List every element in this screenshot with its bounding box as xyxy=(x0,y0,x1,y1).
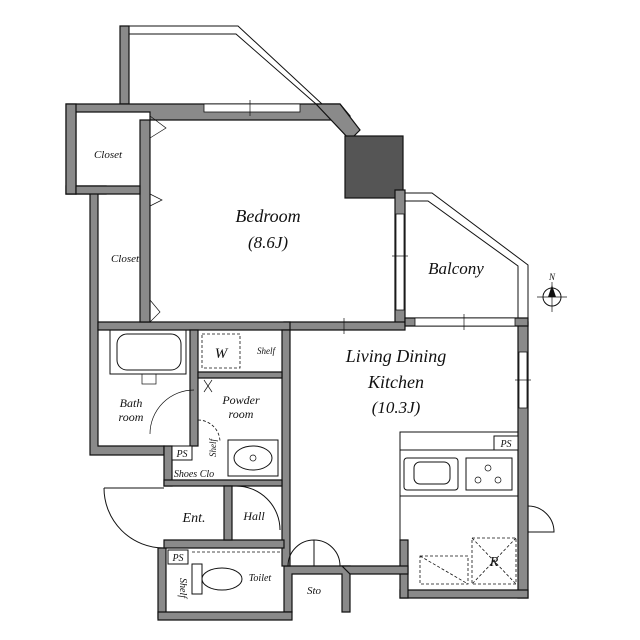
bath-label-line1: Bath xyxy=(120,396,143,410)
closet-doors xyxy=(149,115,167,323)
washbasin xyxy=(227,439,279,477)
fridge-label: R xyxy=(489,555,499,570)
kitchen-door xyxy=(527,505,555,533)
powder-door xyxy=(197,419,221,443)
closet-side-label: Closet xyxy=(111,253,140,265)
washer-label: W xyxy=(215,346,229,362)
entrance-label: Ent. xyxy=(182,511,206,526)
bedroom-size: (8.6J) xyxy=(248,233,288,252)
shelf-mid-label: Shelf xyxy=(208,438,218,457)
ps-box-toilet xyxy=(167,549,189,565)
toilet-label: Toilet xyxy=(249,573,272,584)
closet-top-label: Closet xyxy=(94,149,123,161)
powder-label-line2: room xyxy=(229,407,254,421)
bathtub xyxy=(109,329,187,385)
ldk-name-line2: Kitchen xyxy=(367,372,424,392)
ps-box-bath xyxy=(171,445,193,461)
balcony-name: Balcony xyxy=(428,259,484,278)
entrance-door xyxy=(103,487,165,549)
shelf-toilet-label: Shelf xyxy=(177,578,188,599)
fridge-space xyxy=(419,537,517,585)
compass-north: N xyxy=(548,272,556,282)
hall-label: Hall xyxy=(242,509,265,523)
ldk-name-line1: Living Dining xyxy=(345,346,447,366)
hall-door xyxy=(235,485,281,531)
powder-label-line1: Powder xyxy=(221,393,260,407)
storage-door xyxy=(287,539,341,567)
ps-box-kitchen xyxy=(493,435,519,451)
compass-icon: N xyxy=(537,272,567,312)
washer-space xyxy=(201,333,241,369)
windows xyxy=(203,100,531,409)
storage-label: Sto xyxy=(307,585,322,597)
bedroom-name: Bedroom xyxy=(235,206,300,226)
toilet-fixture xyxy=(191,551,282,595)
ldk-size: (10.3J) xyxy=(372,398,421,417)
bath-door xyxy=(149,389,195,435)
top-balcony-wall xyxy=(119,25,323,105)
bath-label-line2: room xyxy=(119,410,144,424)
shoes-closet-label: Shoes Clo xyxy=(174,469,214,480)
exterior-walls xyxy=(65,103,529,621)
ps-toilet-label: PS xyxy=(171,553,183,564)
shelf-top-label: Shelf xyxy=(257,346,276,356)
ps-bath-label: PS xyxy=(175,449,187,460)
structural-pillar xyxy=(344,135,404,199)
ps-kitchen-label: PS xyxy=(499,439,511,450)
